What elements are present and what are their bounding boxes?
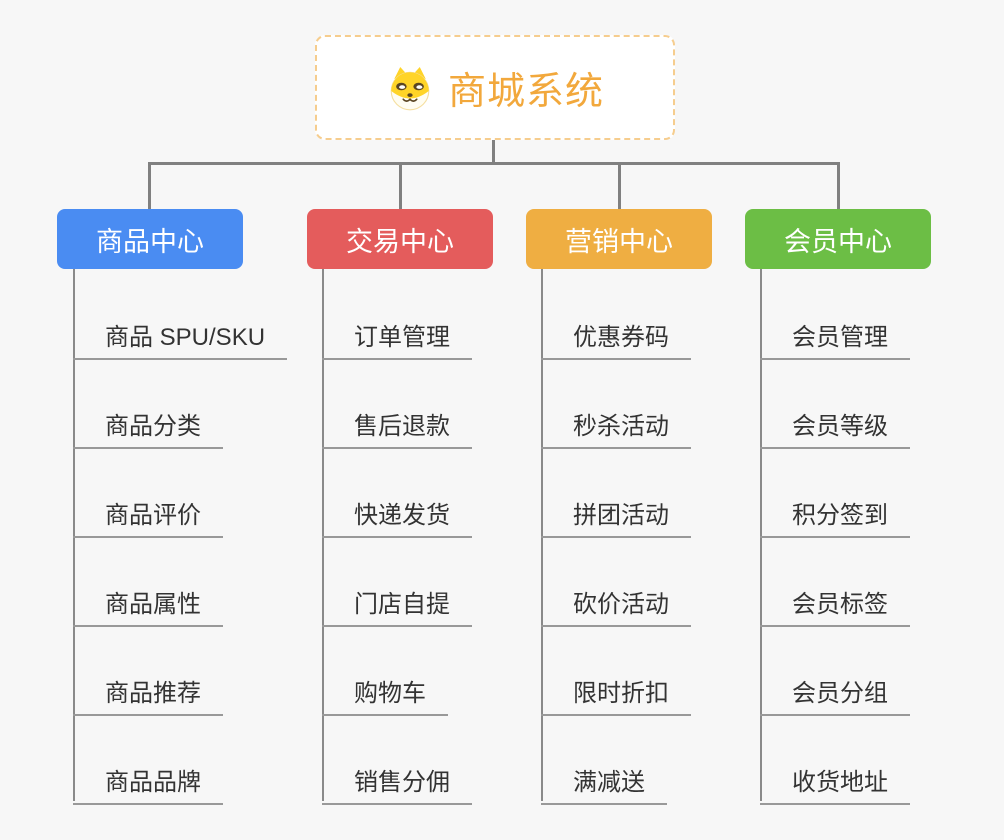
root-drop-line	[492, 140, 495, 164]
leaf-node[interactable]: 商品 SPU/SKU	[73, 312, 288, 360]
leaf-node[interactable]: 门店自提	[322, 579, 472, 627]
branch-drop-line	[618, 163, 621, 209]
leaf-label: 积分签到	[792, 502, 888, 529]
branch-node-label: 营销中心	[565, 226, 673, 257]
leaf-node[interactable]: 积分签到	[760, 490, 910, 538]
leaf-label: 商品属性	[105, 591, 201, 618]
leaf-node[interactable]: 商品推荐	[73, 668, 223, 716]
root-node[interactable]: 商城系统	[315, 35, 675, 140]
leaf-label: 商品品牌	[105, 769, 201, 796]
branch-node-trade[interactable]: 交易中心	[307, 209, 493, 269]
leaf-node[interactable]: 会员标签	[760, 579, 910, 627]
leaf-node[interactable]: 拼团活动	[541, 490, 691, 538]
leaf-node[interactable]: 快递发货	[322, 490, 472, 538]
branch-drop-line	[148, 163, 151, 209]
branch-node-marketing[interactable]: 营销中心	[526, 209, 712, 269]
leaf-node[interactable]: 商品属性	[73, 579, 223, 627]
branch-node-label: 商品中心	[96, 226, 204, 257]
branch-horizontal-line	[148, 162, 840, 165]
branch-node-label: 交易中心	[346, 226, 454, 257]
leaf-label: 售后退款	[354, 413, 450, 440]
leaf-node[interactable]: 砍价活动	[541, 579, 691, 627]
leaf-node[interactable]: 限时折扣	[541, 668, 691, 716]
leaf-node[interactable]: 订单管理	[322, 312, 472, 360]
leaf-label: 限时折扣	[573, 680, 669, 707]
leaf-node[interactable]: 满减送	[541, 757, 667, 805]
leaf-node[interactable]: 商品分类	[73, 401, 223, 449]
leaf-label: 会员标签	[792, 591, 888, 618]
leaf-node[interactable]: 会员等级	[760, 401, 910, 449]
leaf-label: 销售分佣	[354, 769, 450, 796]
leaf-node[interactable]: 商品品牌	[73, 757, 223, 805]
leaf-node[interactable]: 收货地址	[760, 757, 910, 805]
leaf-label: 会员等级	[792, 413, 888, 440]
leaf-label: 快递发货	[354, 502, 450, 529]
leaf-label: 商品 SPU/SKU	[105, 324, 266, 351]
branch-node-members[interactable]: 会员中心	[745, 209, 931, 269]
leaf-label: 收货地址	[792, 769, 888, 796]
leaf-node[interactable]: 优惠券码	[541, 312, 691, 360]
leaf-node[interactable]: 商品评价	[73, 490, 223, 538]
leaf-node[interactable]: 秒杀活动	[541, 401, 691, 449]
leaf-node[interactable]: 会员分组	[760, 668, 910, 716]
branch-drop-line	[837, 163, 840, 209]
branch-trunk-line	[322, 269, 324, 801]
leaf-node[interactable]: 售后退款	[322, 401, 472, 449]
shiba-dog-icon	[390, 66, 430, 110]
leaf-label: 优惠券码	[573, 324, 669, 351]
leaf-label: 砍价活动	[573, 591, 669, 618]
leaf-label: 商品评价	[105, 502, 201, 529]
leaf-label: 会员分组	[792, 680, 888, 707]
branch-trunk-line	[73, 269, 75, 801]
leaf-label: 秒杀活动	[573, 413, 669, 440]
branch-trunk-line	[541, 269, 543, 801]
leaf-label: 满减送	[573, 769, 645, 796]
leaf-node[interactable]: 会员管理	[760, 312, 910, 360]
leaf-node[interactable]: 销售分佣	[322, 757, 472, 805]
leaf-label: 商品分类	[105, 413, 201, 440]
leaf-label: 拼团活动	[573, 502, 669, 529]
leaf-label: 订单管理	[354, 324, 450, 351]
branch-node-label: 会员中心	[784, 226, 892, 257]
root-node-label: 商城系统	[447, 71, 604, 113]
branch-drop-line	[399, 163, 402, 209]
branch-trunk-line	[760, 269, 762, 801]
leaf-label: 门店自提	[354, 591, 450, 618]
leaf-label: 商品推荐	[105, 680, 201, 707]
branch-node-products[interactable]: 商品中心	[57, 209, 243, 269]
leaf-label: 会员管理	[792, 324, 888, 351]
leaf-label: 购物车	[354, 680, 426, 707]
leaf-node[interactable]: 购物车	[322, 668, 448, 716]
